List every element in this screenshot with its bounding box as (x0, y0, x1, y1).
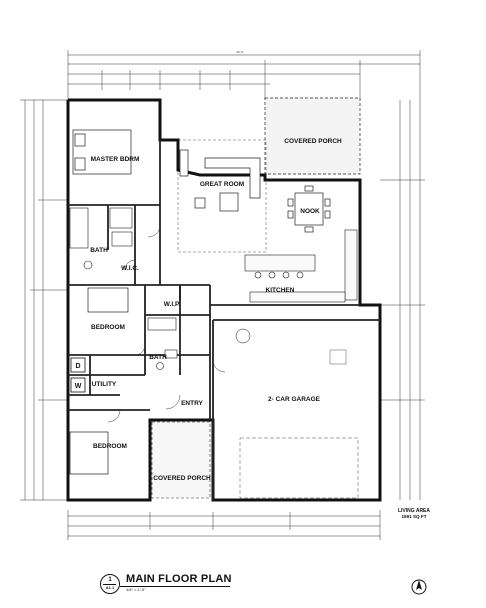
drawing-title-block: 1 A1.1 MAIN FLOOR PLAN 1/4" = 1'-0" (100, 570, 400, 600)
exterior-walls (66, 98, 382, 502)
room-label-master-bdrm: MASTER BDRM (91, 156, 140, 163)
kitchen-cabinetry (244, 229, 358, 303)
sheet-number: 1 (108, 577, 112, 583)
drawing-title: MAIN FLOOR PLAN (126, 573, 232, 585)
room-label-bedroom-front: BEDROOM (93, 443, 127, 450)
front-bedroom-bed (69, 431, 109, 475)
master-bath-fixtures (69, 207, 133, 270)
north-arrow-icon (411, 579, 427, 595)
room-label-kitchen: KITCHEN (266, 287, 295, 294)
room-label-master-bath: BATH (90, 247, 108, 254)
room-label-bedroom-mid: BEDROOM (91, 324, 125, 331)
room-label-covered-porch-rear: COVERED PORCH (284, 138, 342, 145)
title-underline (120, 586, 230, 587)
dryer-box (70, 357, 86, 373)
great-room-furniture (179, 149, 261, 212)
left-dimension-lines (20, 99, 68, 501)
overall-width-dimension: 63'-0" (236, 50, 243, 54)
interior-walls (68, 140, 380, 500)
dryer-label: D (75, 363, 80, 370)
room-label-garage: 2- CAR GARAGE (268, 396, 321, 403)
mid-bedroom-bed (87, 287, 129, 313)
washer-label: W (75, 383, 82, 390)
top-dimension-lines (67, 50, 421, 100)
washer-box (70, 377, 86, 393)
garage-details (235, 328, 359, 499)
room-label-hall-bath: BATH (149, 354, 167, 361)
room-label-wic: W.I.C. (121, 265, 139, 272)
room-label-covered-porch-front: COVERED PORCH (153, 475, 211, 482)
front-covered-porch-slab (151, 421, 211, 499)
room-label-nook: NOOK (300, 208, 320, 215)
rear-covered-porch-slab (264, 97, 361, 175)
master-bed (72, 129, 132, 175)
door-swings (107, 224, 226, 423)
living-area-value: 1591 SQ FT (401, 514, 427, 519)
room-label-great-room: GREAT ROOM (200, 181, 244, 188)
living-area-note: LIVING AREA 1591 SQ FT (392, 508, 436, 519)
bottom-dimension-lines (67, 510, 381, 540)
bubble-divider (103, 584, 116, 585)
living-area-label: LIVING AREA (397, 508, 431, 514)
drawing-scale: 1/4" = 1'-0" (126, 587, 146, 592)
right-dimension-lines (380, 100, 425, 500)
sheet-ref: A1.1 (105, 585, 115, 590)
room-label-utility: UTILITY (92, 381, 117, 388)
nook-table (287, 185, 331, 233)
hall-bath-fixtures (147, 317, 178, 370)
sheet-reference-bubble: 1 A1.1 (100, 574, 120, 594)
room-label-entry: ENTRY (181, 400, 203, 407)
room-label-wip: W.I.P. (164, 301, 181, 308)
